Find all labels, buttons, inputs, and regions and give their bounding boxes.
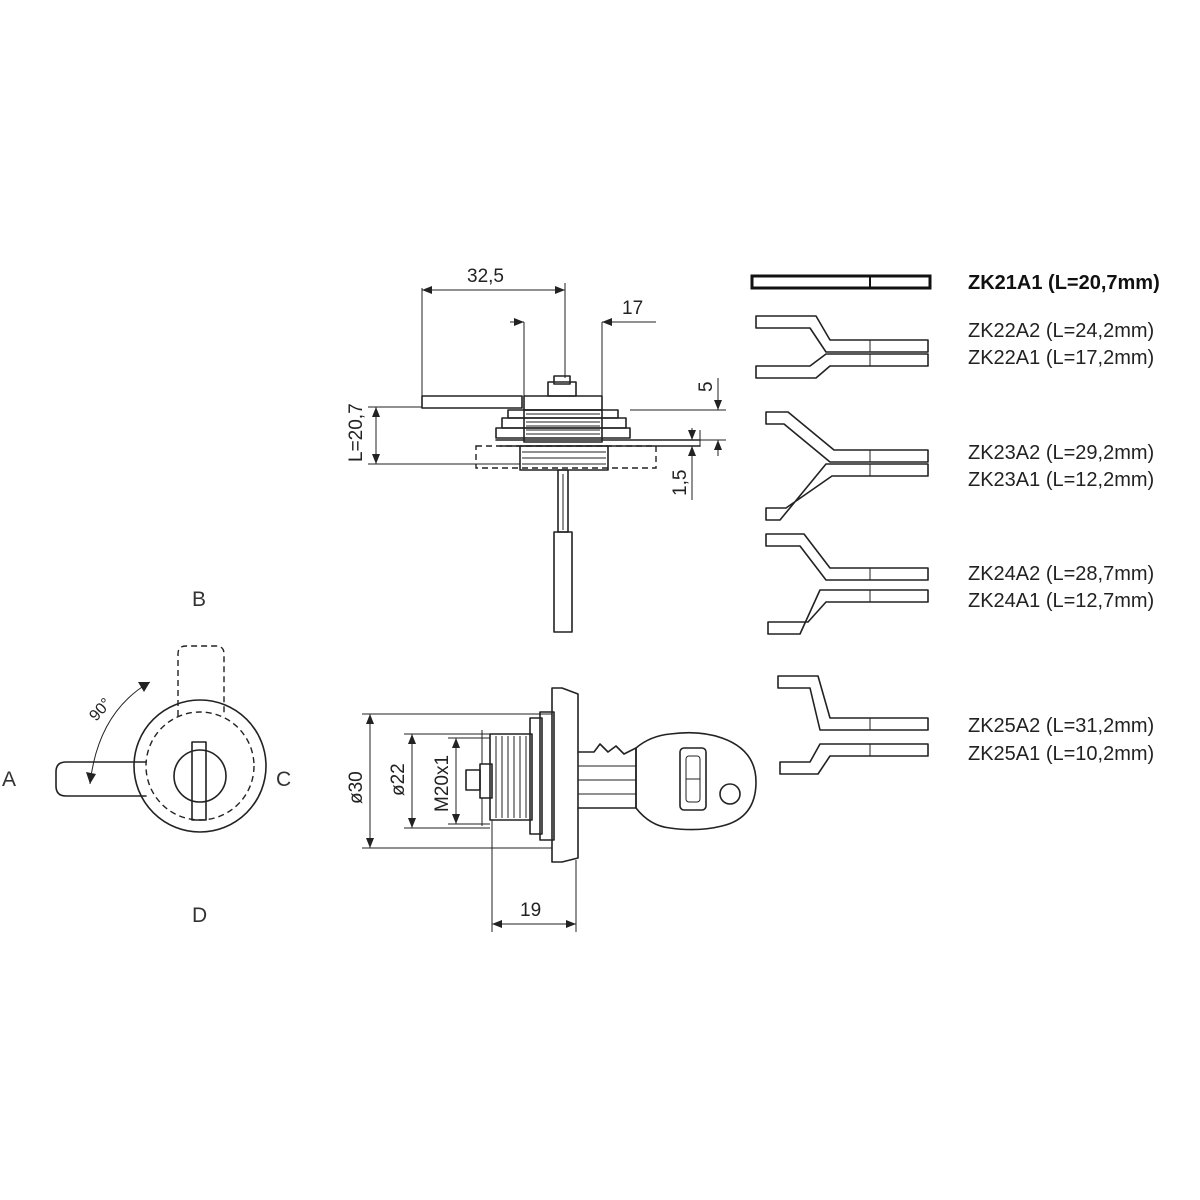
- cam-label-zk25a2: ZK25A2 (L=31,2mm): [968, 715, 1154, 737]
- position-label-d: D: [192, 904, 207, 927]
- rear-screw: [465, 769, 481, 791]
- cam-position-b-dashed: [177, 645, 225, 716]
- position-label-c: C: [276, 768, 291, 791]
- cam-arm: [421, 395, 523, 409]
- key-blade-side: [577, 743, 637, 809]
- dimension-length: L=20,7: [346, 403, 520, 465]
- cam-label-zk23a1: ZK23A1 (L=12,2mm): [968, 469, 1154, 491]
- cam-zk23a1: [765, 463, 929, 521]
- flange-circle: [133, 699, 267, 833]
- cam-label-zk25a1: ZK25A1 (L=10,2mm): [968, 743, 1154, 765]
- dim-label-32-5: 32,5: [467, 266, 504, 287]
- key-side-view: [465, 687, 757, 863]
- cam-label-zk23a2: ZK23A2 (L=29,2mm): [968, 442, 1154, 464]
- rotation-arc: [89, 681, 151, 785]
- dim-label-diameter-30: ø30: [346, 771, 367, 804]
- key-blade: [553, 531, 573, 633]
- cam-label-zk24a2: ZK24A2 (L=28,7mm): [968, 563, 1154, 585]
- cam-zk25a1: [779, 743, 929, 775]
- position-label-b: B: [192, 588, 206, 611]
- thread-lines-side: [495, 736, 527, 818]
- cam-label-zk21a1: ZK21A1 (L=20,7mm): [968, 272, 1160, 294]
- cam-zk25a2: [777, 675, 929, 731]
- alternate-cam-dashed: [475, 445, 657, 469]
- front-flange: [551, 687, 579, 863]
- cam-label-zk22a2: ZK22A2 (L=24,2mm): [968, 320, 1154, 342]
- side-elevation-view: [421, 283, 701, 633]
- position-label-a: A: [2, 768, 16, 791]
- key-bow: [635, 731, 757, 831]
- cam-label-zk24a1: ZK24A1 (L=12,7mm): [968, 590, 1154, 612]
- dim-label-17: 17: [622, 298, 643, 319]
- rotation-arrow-head-bottom: [86, 772, 96, 784]
- dim-label-5: 5: [696, 381, 717, 392]
- cam-zk24a2: [765, 533, 929, 581]
- dim-label-19: 19: [520, 900, 541, 921]
- dim-label-diameter-22: ø22: [388, 763, 409, 796]
- dimension-thread: M20x1: [432, 737, 490, 825]
- dimension-1-5: 1,5: [670, 428, 701, 500]
- dim-label-thread: M20x1: [432, 755, 453, 812]
- dimension-5: 5: [630, 378, 726, 456]
- cam-zk22a1: [755, 353, 929, 379]
- rotation-arrow-head-top: [138, 682, 150, 692]
- dimension-diameter-22: ø22: [388, 733, 490, 829]
- upper-collar: [523, 395, 603, 411]
- key-logo-frame: [679, 747, 707, 811]
- cam-label-zk22a1: ZK22A1 (L=17,2mm): [968, 347, 1154, 369]
- dimension-17: 17: [510, 298, 656, 396]
- dimension-32-5: 32,5: [421, 266, 565, 396]
- cylinder-circle: [173, 749, 227, 803]
- cam-zk23a2: [765, 411, 929, 463]
- nut-side: [539, 711, 555, 841]
- key-ring-hole: [719, 783, 741, 805]
- dim-label-length: L=20,7: [346, 403, 367, 462]
- dimension-diameter-30: ø30: [346, 713, 552, 849]
- key-slot: [191, 741, 207, 821]
- body-circle-dashed: [145, 711, 255, 821]
- flange-plate: [495, 427, 631, 439]
- cam-zk24a1: [767, 589, 929, 635]
- cam-variants: [750, 274, 932, 775]
- front-view: 90° A B C D: [2, 588, 291, 927]
- dimension-19: 19: [491, 820, 577, 932]
- washer-side: [529, 717, 543, 835]
- threaded-body-side: [489, 733, 533, 821]
- cam-labels: ZK21A1 (L=20,7mm) ZK22A2 (L=24,2mm) ZK22…: [968, 272, 1160, 765]
- thread-lines-lower: [522, 451, 606, 465]
- cam-position-a: [55, 761, 147, 797]
- keyway-head: [553, 375, 571, 385]
- dim-label-1-5: 1,5: [670, 470, 691, 496]
- cam-zk21a1: [750, 274, 932, 290]
- cam-zk22a2: [755, 315, 929, 353]
